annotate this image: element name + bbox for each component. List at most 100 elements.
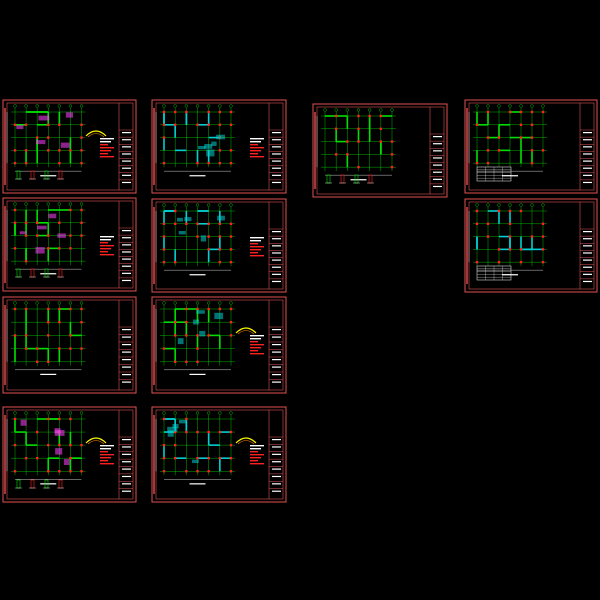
column-marker (35, 360, 39, 363)
column-marker (47, 321, 50, 324)
slab-hatch (35, 247, 45, 254)
axis-bubble (218, 301, 222, 305)
column-marker (475, 123, 479, 126)
beam (476, 150, 478, 164)
column-marker (497, 260, 501, 264)
axis-bubble (508, 203, 512, 207)
beam (48, 247, 60, 250)
axis-bubble (68, 411, 73, 415)
axis-bubble (195, 301, 200, 305)
title-block-text (122, 329, 131, 331)
axis-bubble (184, 104, 188, 108)
axis-bubble (162, 301, 166, 305)
drawing-title-bar (189, 373, 206, 375)
note-text-line (250, 246, 264, 248)
column-marker (69, 443, 72, 447)
slab-hatch (16, 125, 24, 130)
column-marker (334, 127, 338, 130)
beam (174, 348, 176, 362)
column-marker (508, 110, 512, 114)
column-marker (69, 307, 72, 311)
beam (487, 112, 489, 125)
column-marker (162, 456, 166, 460)
column-marker (218, 161, 222, 165)
column-marker (58, 149, 61, 152)
column-marker (80, 443, 83, 447)
title-block-text (272, 483, 281, 485)
column-marker (390, 153, 394, 156)
title-block-text (433, 185, 442, 188)
title-block-text (583, 132, 592, 134)
note-text-line (250, 156, 264, 158)
beam (368, 116, 371, 129)
beam (70, 457, 82, 459)
beam (69, 137, 72, 151)
axis-bubble (13, 301, 17, 305)
beam (164, 123, 176, 126)
column-marker (58, 321, 61, 324)
column-marker (541, 248, 545, 251)
note-text-line (250, 445, 264, 447)
section-detail (30, 479, 35, 489)
column-marker (35, 456, 39, 460)
beam (164, 321, 176, 323)
title-block-text (272, 146, 281, 148)
beam (521, 136, 532, 139)
note-text-line (250, 240, 261, 242)
beam (520, 236, 522, 250)
axis-bubble (218, 411, 222, 415)
column-marker (207, 334, 210, 337)
column-marker (69, 208, 72, 212)
axis-bubble (486, 203, 490, 207)
beam (25, 248, 27, 262)
slab-hatch (216, 134, 226, 140)
note-text-line (250, 150, 261, 152)
column-marker (47, 334, 50, 337)
sheet-5 (2, 197, 137, 292)
sheet-frame (151, 406, 287, 503)
beam (25, 210, 27, 223)
beam (357, 128, 360, 142)
slab-hatch (65, 112, 74, 118)
beam (25, 309, 27, 323)
beam (531, 150, 533, 164)
axis-bubble (508, 104, 512, 108)
section-detail (16, 268, 21, 278)
note-text-line (250, 249, 261, 251)
column-marker (196, 334, 199, 337)
column-marker (13, 208, 17, 212)
beam (47, 348, 50, 362)
column-marker (541, 110, 545, 114)
arch-detail (235, 327, 257, 334)
title-block-text (272, 439, 281, 441)
beam (47, 458, 50, 472)
column-marker (162, 110, 166, 114)
title-block-text (122, 237, 131, 239)
note-text-line (250, 153, 258, 155)
slab-hatch (35, 140, 46, 145)
column-marker (47, 360, 50, 363)
beam (47, 248, 50, 262)
axis-bubble (79, 301, 84, 305)
section-detail (58, 170, 63, 180)
axis-bubble (162, 104, 166, 108)
title-block-text (583, 280, 592, 283)
column-marker (13, 417, 17, 421)
axis-bubble (497, 104, 501, 108)
note-text-line (100, 242, 108, 244)
column-marker (229, 430, 233, 434)
column-marker (185, 417, 188, 421)
note-text-line (250, 338, 261, 340)
column-marker (47, 247, 50, 250)
slab-hatch (60, 142, 70, 148)
beam (207, 112, 210, 125)
column-marker (218, 110, 222, 114)
beam (531, 236, 533, 250)
column-marker (185, 470, 188, 473)
column-marker (162, 235, 166, 238)
column-marker (229, 334, 233, 337)
column-marker (390, 165, 394, 169)
beam (37, 111, 49, 113)
note-text-line (250, 460, 258, 462)
beam (219, 458, 221, 472)
